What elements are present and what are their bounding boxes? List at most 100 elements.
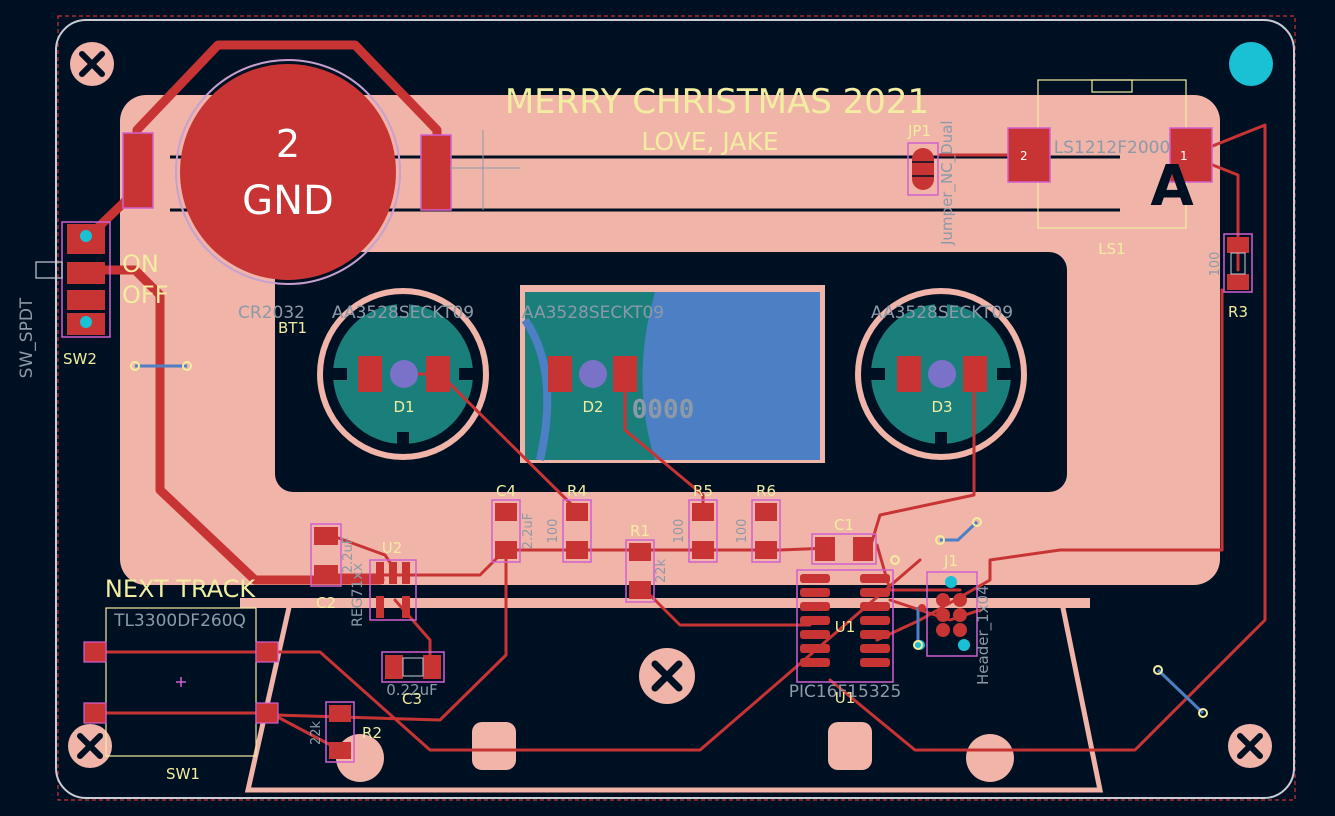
c4-pad-1[interactable]	[495, 503, 517, 521]
u2-pin-5[interactable]	[402, 596, 410, 618]
led-d1	[358, 356, 450, 392]
sw2-ref: SW2	[63, 350, 97, 368]
c2-ref: C2	[316, 594, 336, 612]
c1-pad-1[interactable]	[815, 537, 835, 561]
reel-teeth	[333, 302, 1011, 446]
sw1-pad-2[interactable]	[255, 641, 279, 663]
sw1-pad-1[interactable]	[83, 641, 107, 663]
center-window-arc	[521, 317, 552, 461]
ls1-pad-1-num: 1	[1180, 149, 1188, 163]
sw1-center-mark	[176, 677, 186, 687]
r3-pad-1[interactable]	[1227, 237, 1249, 253]
off-label: OFF	[122, 281, 169, 309]
mounting-hole-bottom-right	[1228, 724, 1272, 768]
sw1-pad-4[interactable]	[255, 702, 279, 724]
r6-pad-2[interactable]	[755, 541, 777, 559]
sw1-value: TL3300DF260Q	[113, 611, 246, 631]
next-track-label: NEXT TRACK	[105, 575, 257, 603]
sw1-pad-3[interactable]	[83, 702, 107, 724]
j1-value: Header_1x04	[974, 585, 993, 685]
ls1-pad-1[interactable]	[1169, 127, 1213, 183]
board-outline	[55, 19, 1295, 799]
j1-ref: J1	[943, 552, 958, 570]
sw2-pad-3[interactable]	[67, 290, 105, 310]
d2-pad-cathode[interactable]	[548, 356, 572, 392]
u2-pin-1[interactable]	[376, 562, 384, 584]
u2-value: REG71xx	[350, 563, 366, 627]
led-d3	[897, 356, 987, 392]
r6	[751, 499, 781, 563]
u1-ref-bottom: U1	[835, 689, 856, 707]
r1-pad-1[interactable]	[629, 543, 651, 561]
r3-value: 100	[1208, 252, 1223, 277]
u2-pin-4[interactable]	[376, 596, 384, 618]
r3-pad-2[interactable]	[1227, 274, 1249, 290]
c4-pad-2[interactable]	[495, 541, 517, 559]
r5-pad-2[interactable]	[692, 541, 714, 559]
c3-pad-1[interactable]	[385, 655, 403, 679]
u2-pin-3[interactable]	[402, 562, 410, 584]
j1-via-left	[915, 640, 925, 650]
c1-pad-2[interactable]	[853, 537, 873, 561]
d3-value: AA3528SECKT09	[871, 303, 1013, 323]
d3-pad-cathode[interactable]	[897, 356, 921, 392]
board-edge-keepout	[57, 15, 1296, 801]
d1-pad-anode[interactable]	[426, 356, 450, 392]
u1-pins-left[interactable]	[800, 574, 830, 667]
u1-pins-right[interactable]	[860, 574, 890, 667]
cassette-side-letter: A	[1150, 154, 1194, 219]
sw2-pad-2[interactable]	[67, 262, 105, 284]
c3-value: 0.22uF	[386, 681, 438, 699]
d1-pad-cathode[interactable]	[358, 356, 382, 392]
d2-lens	[579, 360, 607, 388]
sw2-courtyard	[61, 221, 111, 338]
greeting-text: MERRY CHRISTMAS 2021	[505, 82, 929, 122]
r6-pad-1[interactable]	[755, 503, 777, 521]
battery-contact-right[interactable]	[420, 134, 452, 211]
c4-value: 2.2uF	[521, 513, 536, 549]
c1-ref: C1	[834, 516, 854, 534]
jp1-pad[interactable]	[912, 148, 934, 190]
r2-courtyard	[325, 701, 355, 763]
r4-ref: R4	[567, 482, 587, 500]
vias	[130, 361, 1208, 718]
d1-lens	[390, 360, 418, 388]
r1-pad-2[interactable]	[629, 581, 651, 599]
d3-ref: D3	[931, 398, 952, 416]
battery-pad[interactable]	[180, 64, 396, 280]
jp1-value: Jumper_NC_Dual	[938, 120, 957, 246]
r4-pad-2[interactable]	[566, 541, 588, 559]
j1-pads[interactable]	[936, 593, 967, 637]
sw2-via-bottom	[80, 316, 92, 328]
r5-value: 100	[672, 519, 687, 544]
c2-value: 2.2uF	[341, 537, 356, 573]
ls1-value: LS1212F2000	[1054, 138, 1171, 158]
r4-pad-1[interactable]	[566, 503, 588, 521]
c3-pad-2[interactable]	[423, 655, 441, 679]
c1-courtyard	[811, 533, 877, 565]
window-mirrored-text: 0000	[632, 395, 695, 425]
u1-ref: U1	[835, 618, 856, 636]
ls1-ref: LS1	[1098, 240, 1125, 258]
j1-via-top	[945, 576, 957, 588]
c3-courtyard	[381, 651, 445, 683]
ls1-pad-2[interactable]	[1007, 127, 1051, 183]
d2-value: AA3528SECKT09	[522, 303, 664, 323]
mounting-hole-top-left	[70, 42, 114, 86]
r5-pad-1[interactable]	[692, 503, 714, 521]
signature-text: LOVE, JAKE	[641, 127, 778, 156]
c2-pad-1[interactable]	[314, 527, 338, 545]
u2-courtyard	[369, 559, 417, 621]
d2-ref: D2	[582, 398, 603, 416]
r5-ref: R5	[693, 482, 713, 500]
base-hole-left	[472, 722, 516, 770]
r2-pad-1[interactable]	[329, 705, 351, 722]
d3-pad-anode[interactable]	[963, 356, 987, 392]
battery-contact-left[interactable]	[122, 132, 154, 209]
c2-pad-2[interactable]	[314, 565, 338, 583]
r3-body	[1230, 252, 1246, 275]
d1-ref: D1	[393, 398, 414, 416]
u2-pin-2[interactable]	[389, 562, 397, 584]
r2-pad-2[interactable]	[329, 742, 351, 759]
d2-pad-anode[interactable]	[613, 356, 637, 392]
